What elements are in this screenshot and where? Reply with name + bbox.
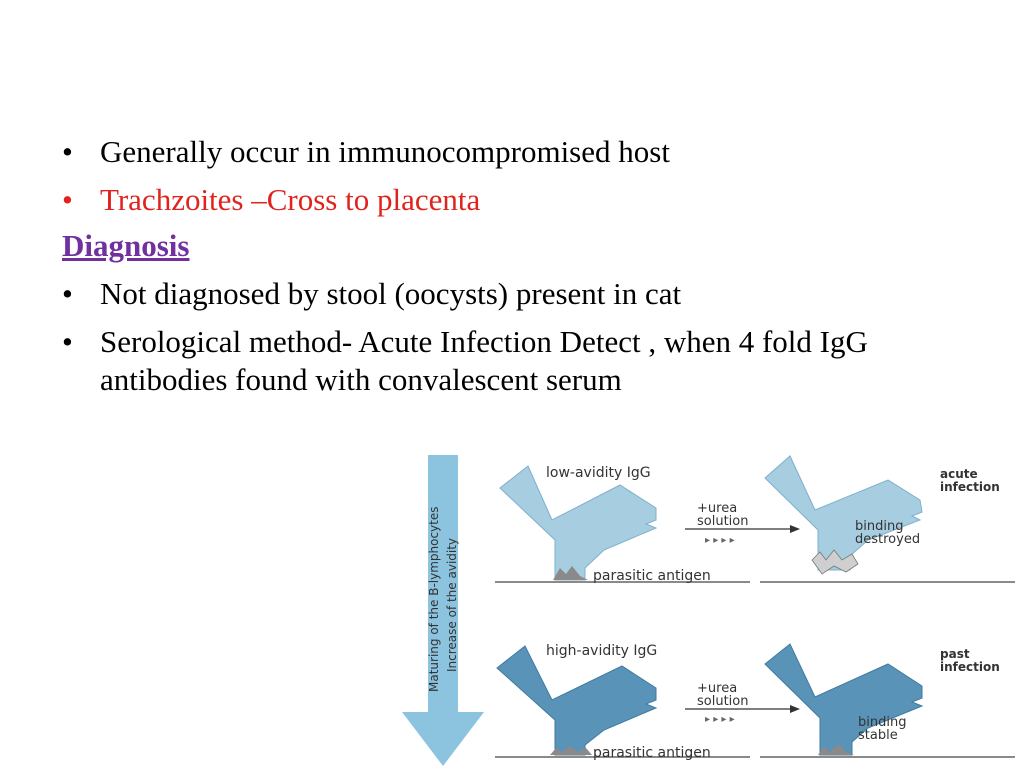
top-left-antibody (495, 465, 750, 583)
bullet-stool: • Not diagnosed by stool (oocysts) prese… (62, 275, 992, 313)
result-bottom-2: stable (858, 728, 898, 743)
antigen-top-left (553, 566, 588, 580)
bullet-text: Serological method- Acute Infection Dete… (100, 324, 868, 397)
arrow-label-line1: Maturing of the B-lymphocytes (427, 506, 441, 692)
antibody-high-avidity (496, 645, 658, 756)
bullet-glyph: • (62, 182, 73, 217)
status-top-1: acute (940, 467, 978, 481)
bullet-text: Generally occur in immunocompromised hos… (100, 134, 670, 169)
bullet-glyph: • (62, 276, 73, 311)
bottom-right-antibody (760, 643, 1015, 758)
bullet-serological: • Serological method- Acute Infection De… (62, 323, 992, 399)
stable-binding-antigen (818, 744, 854, 755)
urea-label-top-1: +urea (697, 501, 737, 516)
bullet-text: Not diagnosed by stool (oocysts) present… (100, 276, 682, 311)
bullet-glyph: • (62, 324, 73, 359)
urea-arrowhead-top (790, 525, 800, 533)
bullet-trachzoites: • Trachzoites –Cross to placenta (62, 181, 992, 219)
urea-label-bottom-1: +urea (697, 681, 737, 696)
top-right-antibody (760, 455, 1015, 583)
antigen-label-top: parasitic antigen (593, 568, 711, 584)
bullet-list: • Generally occur in immunocompromised h… (62, 133, 992, 409)
bottom-left-antibody (495, 645, 750, 758)
antigen-label-bottom: parasitic antigen (593, 745, 711, 761)
antibody-low-avidity (499, 465, 658, 581)
destroyed-fragments (811, 549, 859, 575)
result-top-1: binding (855, 519, 903, 534)
status-bottom-1: past (940, 647, 970, 661)
status-top-2: infection (940, 480, 1000, 494)
antibody-destroyed (764, 455, 923, 571)
diagnosis-heading: Diagnosis (62, 228, 190, 263)
result-top-2: destroyed (855, 532, 920, 547)
antibody-stable (764, 643, 924, 756)
bullet-text: Trachzoites –Cross to placenta (100, 182, 481, 217)
low-avidity-label: low-avidity IgG (546, 465, 651, 481)
urea-arrowhead-bottom (790, 705, 800, 713)
result-bottom-1: binding (858, 715, 906, 730)
status-bottom-2: infection (940, 660, 1000, 674)
urea-label-top-2: solution (697, 514, 748, 529)
bullet-immunocompromised: • Generally occur in immunocompromised h… (62, 133, 992, 171)
urea-arrowlets-bottom: ▸ ▸ ▸ ▸ (705, 714, 735, 725)
urea-arrowlets-top: ▸ ▸ ▸ ▸ (705, 535, 735, 546)
bullet-glyph: • (62, 134, 73, 169)
antigen-bottom-left (550, 746, 592, 755)
maturation-arrow (402, 455, 484, 766)
high-avidity-label: high-avidity IgG (546, 643, 657, 659)
urea-label-bottom-2: solution (697, 694, 748, 709)
arrow-label-line2: Increase of the avidity (445, 538, 459, 672)
